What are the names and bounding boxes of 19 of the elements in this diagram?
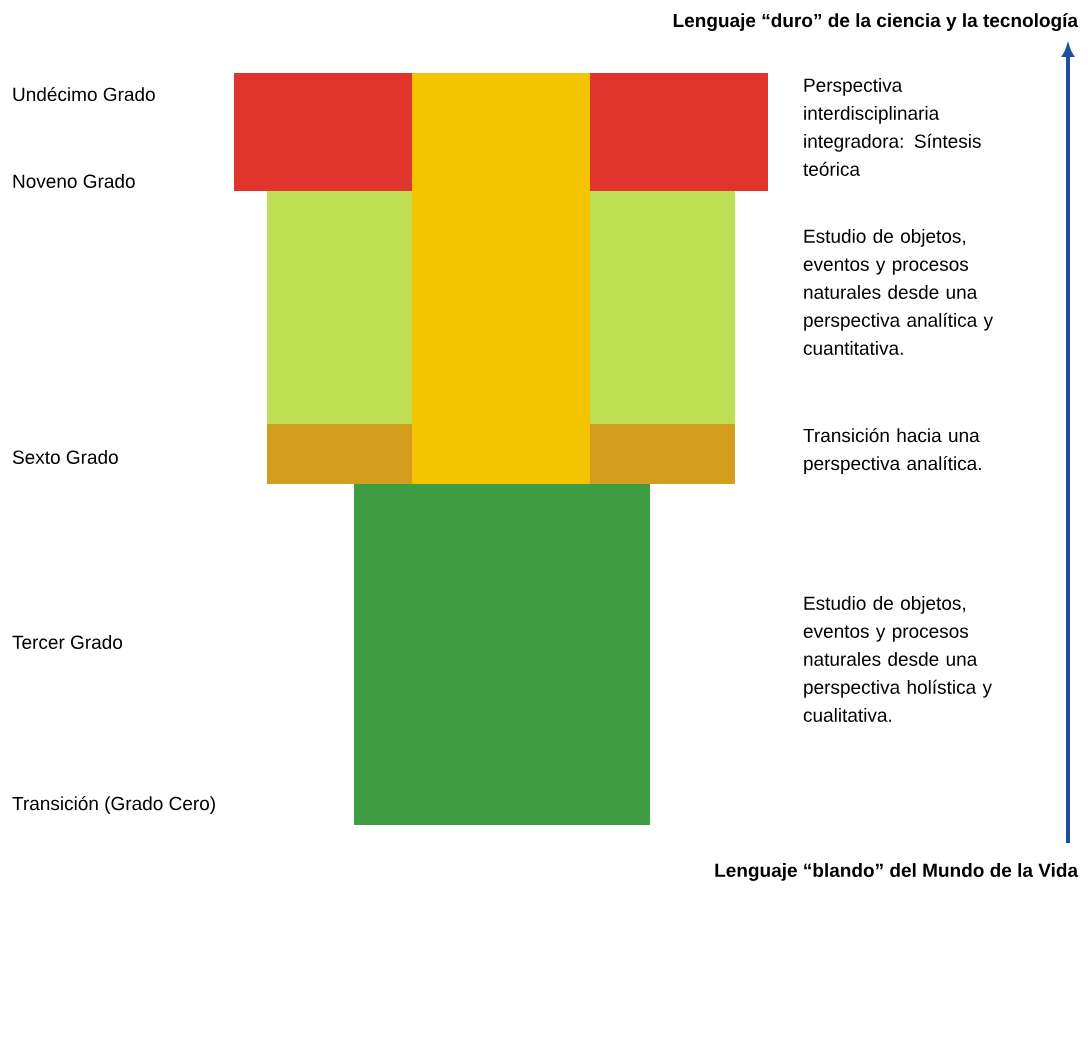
color-block (590, 424, 735, 484)
grade-label: Noveno Grado (13, 174, 135, 188)
color-block (590, 191, 735, 424)
heading: Lenguaje “blando” del Mundo de la Vida (715, 863, 1079, 881)
color-block (267, 191, 412, 424)
grade-label: Tercer Grado (12, 635, 123, 649)
description-text: Estudio de objetos, eventos y procesos naturales desde una perspectiva analítica y cuantitativa. (803, 229, 993, 355)
color-block (412, 73, 590, 484)
color-block (234, 73, 412, 191)
grade-label: Transición (Grado Cero) (12, 796, 215, 814)
description-text: Perspectiva interdisciplinaria integradora: Síntesis teórica (803, 78, 981, 176)
color-block (354, 484, 650, 825)
grade-label: Undécimo Grado (13, 86, 155, 102)
description-text: Estudio de objetos, eventos y procesos naturales desde una perspectiva holística y cualitativa. (803, 596, 992, 722)
description-text: Transición hacia una perspectiva analítica. (803, 428, 981, 474)
grade-label: Sexto Grado (12, 450, 118, 464)
color-block (590, 73, 768, 191)
heading: Lenguaje “duro” de la ciencia y la tecnología (673, 13, 1079, 31)
color-block (267, 424, 412, 484)
